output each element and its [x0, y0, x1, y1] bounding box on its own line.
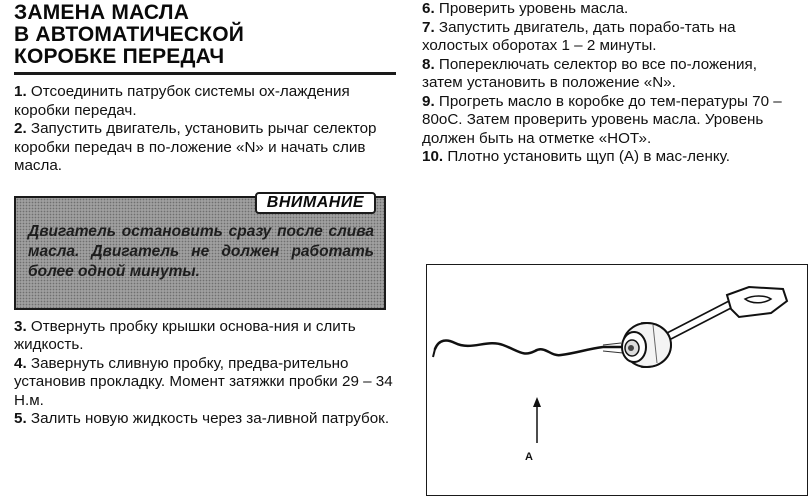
steps-list-bottom: 3. Отвернуть пробку крышки основа-ния и …: [14, 318, 396, 429]
section-title: ЗАМЕНА МАСЛА В АВТОМАТИЧЕСКОЙ КОРОБКЕ ПЕ…: [14, 2, 396, 68]
step-item: 9. Прогреть масло в коробке до тем-перат…: [422, 93, 794, 149]
step-text: Прогреть масло в коробке до тем-пературы…: [422, 92, 782, 147]
title-line: В АВТОМАТИЧЕСКОЙ: [14, 23, 245, 46]
title-divider: [14, 72, 396, 75]
step-number: 1.: [14, 83, 27, 100]
warning-box: ВНИМАНИЕ Двигатель остановить сразу посл…: [14, 191, 386, 310]
step-text: Завернуть сливную пробку, предва-рительн…: [14, 354, 393, 409]
step-number: 10.: [422, 148, 444, 165]
step-text: Запустить двигатель, дать порабо-тать на…: [422, 18, 736, 55]
step-text: Попереключать селектор во все по-ложения…: [422, 55, 757, 92]
step-item: 3. Отвернуть пробку крышки основа-ния и …: [14, 318, 396, 355]
step-item: 2. Запустить двигатель, установить рычаг…: [14, 120, 396, 176]
step-text: Запустить двигатель, установить рычаг се…: [14, 120, 377, 174]
step-item: 1. Отсоединить патрубок системы ох-лажде…: [14, 83, 396, 120]
step-number: 5.: [14, 410, 27, 427]
step-item: 6. Проверить уровень масла.: [422, 0, 794, 19]
title-line: КОРОБКЕ ПЕРЕДАЧ: [14, 45, 225, 68]
step-text: Залить новую жидкость через за-ливной па…: [30, 410, 390, 427]
step-text: Отвернуть пробку крышки основа-ния и сли…: [14, 317, 356, 354]
warning-title: ВНИМАНИЕ: [254, 191, 376, 214]
left-column: ЗАМЕНА МАСЛА В АВТОМАТИЧЕСКОЙ КОРОБКЕ ПЕ…: [14, 2, 396, 429]
step-item: 4. Завернуть сливную пробку, предва-рите…: [14, 355, 396, 411]
dipstick-figure: A: [426, 264, 808, 496]
warning-text: Двигатель остановить сразу после слива м…: [28, 222, 374, 280]
right-column: 6. Проверить уровень масла. 7. Запустить…: [422, 0, 808, 496]
step-number: 3.: [14, 317, 27, 335]
dipstick-illustration-icon: [432, 285, 789, 443]
step-text: Отсоединить патрубок системы ох-лаждения…: [14, 83, 350, 119]
step-number: 4.: [14, 354, 27, 372]
steps-list-top: 1. Отсоединить патрубок системы ох-лажде…: [14, 83, 396, 176]
step-number: 6.: [422, 0, 435, 17]
steps-list-right: 6. Проверить уровень масла. 7. Запустить…: [422, 0, 794, 167]
step-item: 8. Попереключать селектор во все по-ложе…: [422, 56, 794, 93]
step-number: 2.: [14, 120, 27, 137]
step-number: 8.: [422, 55, 435, 73]
step-number: 9.: [422, 92, 435, 110]
step-item: 5. Залить новую жидкость через за-ливной…: [14, 410, 396, 429]
step-item: 7. Запустить двигатель, дать порабо-тать…: [422, 19, 794, 56]
step-item: 10. Плотно установить щуп (А) в мас-ленк…: [422, 148, 794, 167]
figure-label: A: [525, 451, 533, 463]
title-line: ЗАМЕНА МАСЛА: [14, 1, 190, 24]
step-text: Плотно установить щуп (А) в мас-ленку.: [447, 148, 730, 165]
step-text: Проверить уровень масла.: [438, 0, 629, 17]
step-number: 7.: [422, 18, 435, 36]
